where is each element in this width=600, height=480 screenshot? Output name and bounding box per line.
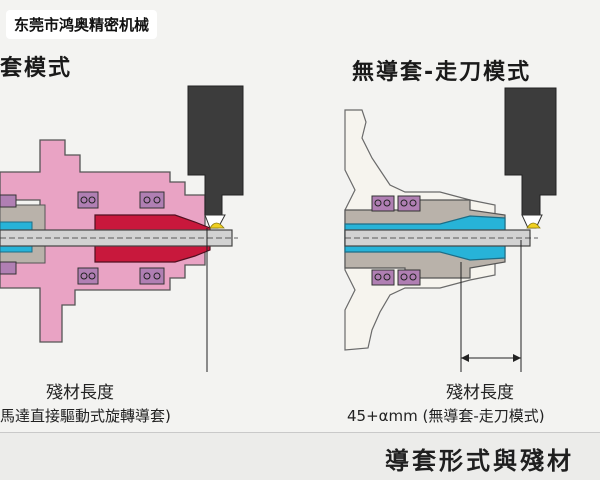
left-caption: 馬達直接驅動式旋轉導套) bbox=[0, 407, 171, 425]
left-tool-tip bbox=[209, 222, 225, 229]
left-bearing-bottom-1 bbox=[77, 267, 99, 285]
right-caption: 45+αmm (無導套-走刀模式) bbox=[347, 407, 545, 425]
left-bearing-top-2 bbox=[139, 191, 165, 209]
right-mechanism bbox=[344, 87, 557, 372]
left-measure-label: 殘材長度 bbox=[46, 383, 114, 403]
right-panel-title: 無導套-走刀模式 bbox=[352, 60, 532, 85]
right-tool-holder bbox=[504, 87, 557, 216]
footer-banner: 導套形式與殘材 bbox=[0, 432, 600, 480]
left-mechanism bbox=[0, 85, 244, 372]
right-measure-label: 殘材長度 bbox=[446, 383, 514, 403]
watermark: 东莞市鸿奥精密机械 bbox=[6, 10, 158, 39]
left-bar-stock bbox=[0, 229, 233, 247]
left-panel-title: 套模式 bbox=[0, 56, 73, 81]
left-bearing-top-1 bbox=[77, 191, 99, 209]
right-tool-tip bbox=[526, 222, 541, 229]
footer-banner-text: 導套形式與殘材 bbox=[385, 447, 574, 475]
left-bearing-bottom-2 bbox=[139, 267, 165, 285]
